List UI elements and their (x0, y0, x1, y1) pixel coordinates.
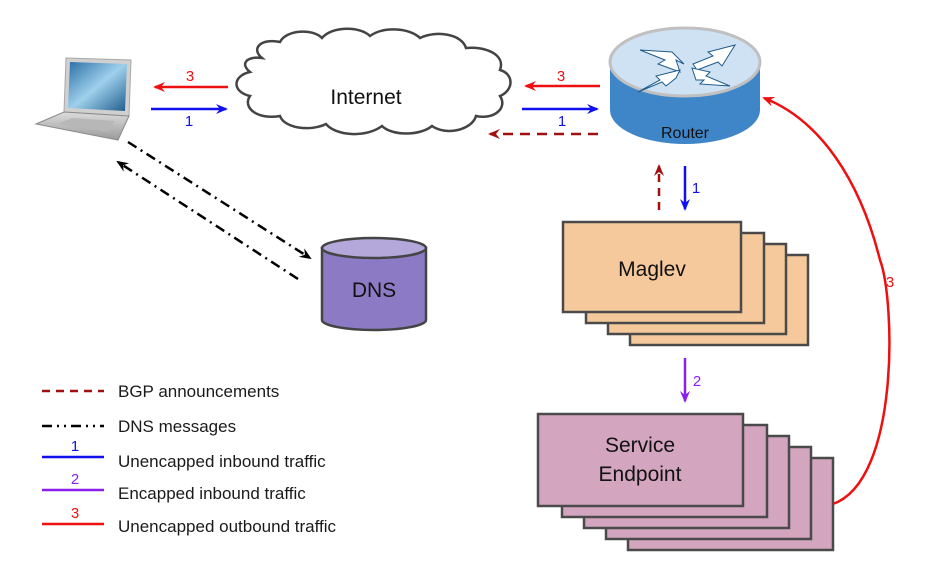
legend-label: Unencapped outbound traffic (118, 517, 337, 536)
laptop-icon (34, 57, 132, 141)
edge-label: 1 (185, 113, 193, 130)
edge-label: 3 (186, 68, 194, 85)
legend-number: 3 (71, 505, 79, 522)
edge-label: 1 (558, 113, 566, 130)
edge-router-to-internet: 3 (524, 68, 600, 91)
edge-internet-to-router: 1 (522, 104, 599, 130)
router: Router (608, 26, 762, 144)
service-endpoint-stack: Service Endpoint (536, 412, 835, 552)
router-label: Router (661, 125, 710, 142)
maglev-box (561, 220, 743, 314)
legend-item-outbound: 3 Unencapped outbound traffic (42, 505, 337, 536)
internet-cloud: Internet (235, 27, 512, 136)
legend-label: Encapped inbound traffic (118, 484, 306, 503)
edge-maglev-to-endpoint: 2 (680, 358, 701, 403)
cloud-icon (235, 27, 512, 136)
service-endpoint-label-line1: Service (605, 434, 675, 457)
dns-server: DNS (320, 236, 428, 332)
edge-endpoint-to-router: 3 (762, 96, 894, 506)
edge-label: 3 (886, 274, 894, 291)
legend: BGP announcements DNS messages 1 Unencap… (42, 382, 337, 536)
database-icon (320, 236, 428, 332)
legend-number: 1 (71, 438, 79, 455)
maglev-stack: Maglev (561, 220, 810, 347)
edge-label: 2 (693, 373, 701, 390)
edge-router-to-maglev: 1 (680, 166, 700, 211)
edge-dns-client-to-dns (127, 140, 312, 260)
legend-label: DNS messages (118, 417, 236, 436)
edge-client-to-internet: 1 (151, 104, 228, 130)
legend-item-encapped: 2 Encapped inbound traffic (42, 471, 306, 503)
legend-label: Unencapped inbound traffic (118, 452, 326, 471)
internet-label: Internet (330, 86, 401, 109)
edge-label: 1 (692, 180, 700, 197)
edge-label: 3 (557, 68, 565, 85)
legend-label: BGP announcements (118, 382, 279, 401)
maglev-label: Maglev (618, 258, 686, 281)
dns-label: DNS (352, 279, 396, 302)
service-endpoint-label-line2: Endpoint (599, 463, 682, 486)
legend-item-dns: DNS messages (42, 417, 236, 436)
edge-internet-to-client: 3 (153, 68, 228, 92)
edge-dns-dns-to-client (116, 160, 299, 281)
router-icon (608, 26, 762, 144)
service-endpoint-box (536, 412, 745, 508)
legend-number: 2 (71, 471, 79, 488)
legend-item-inbound: 1 Unencapped inbound traffic (42, 438, 326, 471)
legend-item-bgp: BGP announcements (42, 382, 279, 401)
